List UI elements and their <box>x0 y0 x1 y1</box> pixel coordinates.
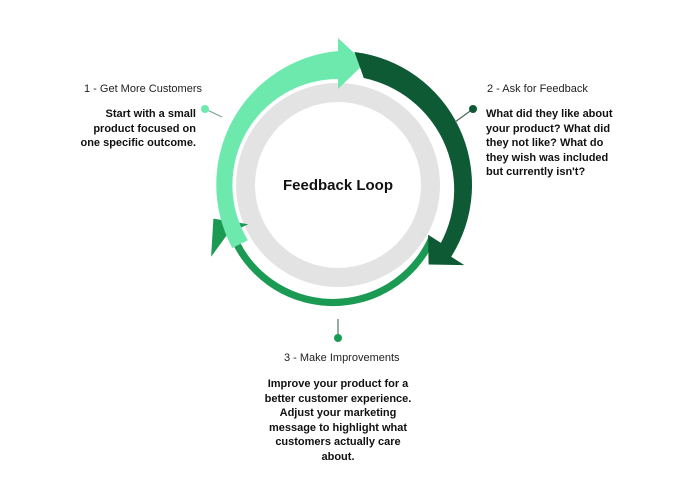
connector-dot-step3 <box>334 334 342 342</box>
step-3-description: Improve your product for a better custom… <box>264 378 412 463</box>
center-title: Feedback Loop <box>282 177 394 194</box>
connector-dot-step2 <box>469 105 477 113</box>
step-2-description: What did they like about your product? W… <box>486 108 613 178</box>
step-1-description: Start with a small product focused on on… <box>80 108 196 149</box>
arrow-get-more-customers <box>216 38 365 248</box>
step-3-title: 3 - Make Improvements <box>284 352 400 364</box>
arrow-make-improvements <box>211 218 446 307</box>
step-2-title: 2 - Ask for Feedback <box>487 83 588 95</box>
step-1-title: 1 - Get More Customers <box>84 83 202 95</box>
inner-circle <box>255 102 421 268</box>
connector-dot-step1 <box>201 105 209 113</box>
arrow-ask-for-feedback <box>354 52 473 266</box>
